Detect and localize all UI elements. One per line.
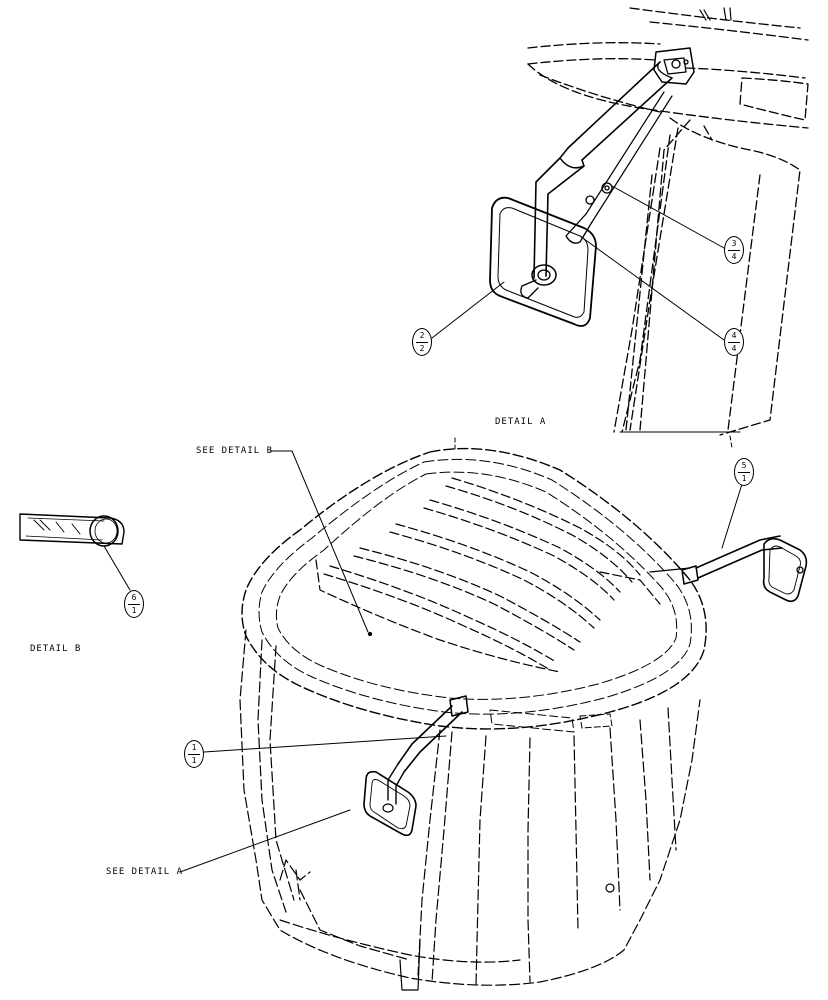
detail-b-label: DETAIL B bbox=[30, 644, 82, 654]
balloon-item-6: 6 1 bbox=[124, 590, 144, 618]
balloon-item-number: 1 bbox=[191, 743, 197, 752]
balloon-item-number: 4 bbox=[731, 331, 737, 340]
balloon-qty: 1 bbox=[131, 606, 137, 615]
balloon-qty: 4 bbox=[731, 252, 737, 261]
balloon-divider bbox=[416, 342, 428, 343]
main-cab-view bbox=[179, 447, 808, 991]
balloon-item-number: 6 bbox=[131, 593, 137, 602]
balloon-divider bbox=[128, 604, 140, 605]
balloon-item-4: 4 4 bbox=[724, 328, 744, 356]
balloon-divider bbox=[738, 472, 750, 473]
detail-b-view bbox=[19, 513, 131, 591]
balloon-item-1: 1 1 bbox=[184, 740, 204, 768]
balloon-item-5: 5 1 bbox=[734, 458, 754, 486]
detail-a-cab-background bbox=[527, 7, 809, 436]
balloon-item-number: 3 bbox=[731, 239, 737, 248]
right-mirror bbox=[649, 535, 808, 603]
balloon-divider bbox=[188, 754, 200, 755]
see-detail-a-label: SEE DETAIL A bbox=[106, 867, 184, 877]
balloon-divider bbox=[728, 250, 740, 251]
balloon-divider bbox=[728, 342, 740, 343]
cab-body bbox=[239, 629, 701, 986]
left-mirror bbox=[363, 695, 469, 837]
see-detail-b-label: SEE DETAIL B bbox=[196, 446, 274, 456]
balloon-qty: 2 bbox=[419, 344, 425, 353]
balloon-item-3: 3 4 bbox=[724, 236, 744, 264]
balloon-item-number: 2 bbox=[419, 331, 425, 340]
balloon-qty: 1 bbox=[741, 474, 747, 483]
balloon-item-number: 5 bbox=[741, 461, 747, 470]
balloon-item-2: 2 2 bbox=[412, 328, 432, 356]
detail-a-view bbox=[431, 7, 809, 436]
roof-ribs bbox=[315, 477, 661, 673]
balloon-qty: 1 bbox=[191, 756, 197, 765]
detail-a-label: DETAIL A bbox=[495, 417, 547, 427]
balloon-qty: 4 bbox=[731, 344, 737, 353]
